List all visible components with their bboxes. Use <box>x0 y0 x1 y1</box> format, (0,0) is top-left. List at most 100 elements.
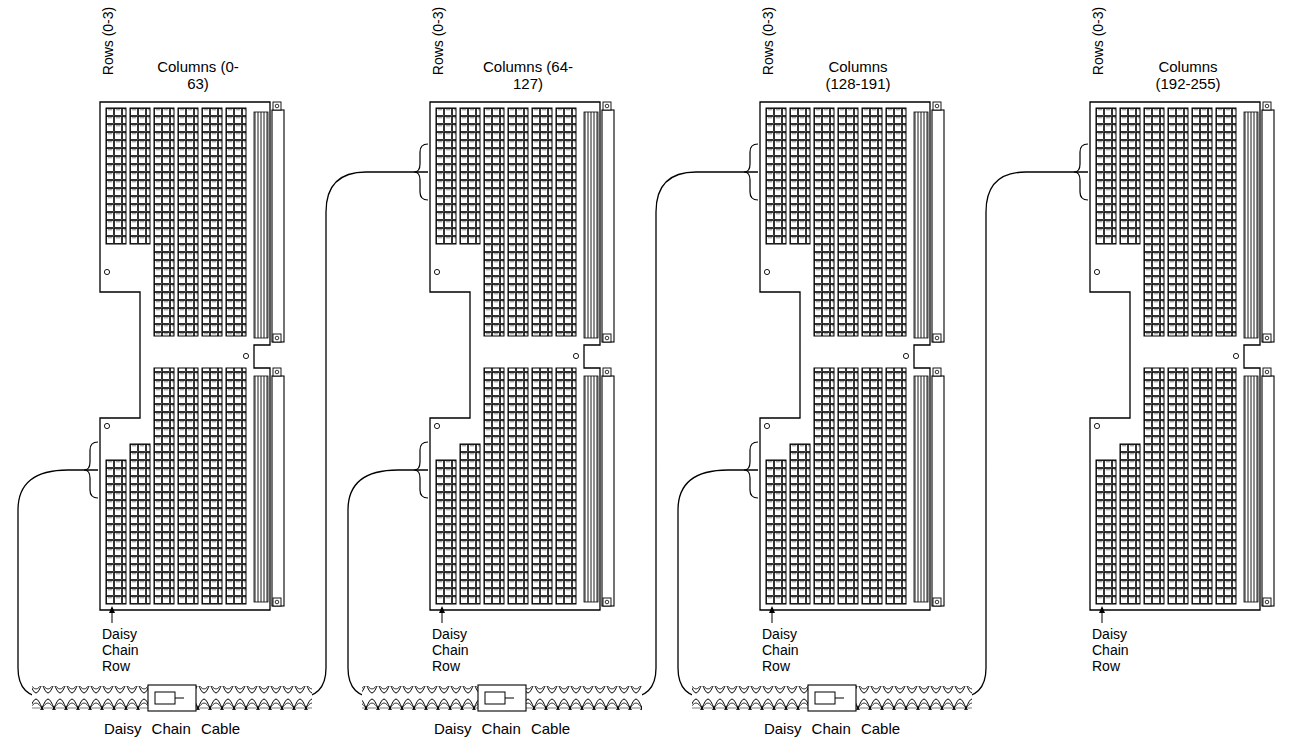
rows-label: Rows (0-3) <box>760 7 776 75</box>
terminal-block <box>838 368 858 604</box>
mounting-hole <box>1265 104 1269 108</box>
leader-arrowhead <box>439 606 445 613</box>
terminal-block <box>1168 368 1188 604</box>
terminal-block <box>886 108 906 336</box>
mounting-tab <box>603 368 611 376</box>
rows-label: Rows (0-3) <box>100 7 116 75</box>
edge-label-holder: Daisy Chain Cable <box>432 720 572 738</box>
mounting-hole <box>434 269 439 274</box>
row-bracket <box>744 144 758 200</box>
terminal-block <box>154 108 174 336</box>
row-bracket <box>414 144 428 200</box>
connector-latch <box>175 698 184 699</box>
terminal-block <box>1192 368 1212 604</box>
mounting-hole <box>104 269 109 274</box>
terminal-block <box>790 108 810 244</box>
cable-label: Daisy Chain Cable <box>762 720 902 738</box>
terminal-block <box>556 108 576 336</box>
mounting-hole <box>573 353 578 358</box>
terminal-module: Rows (0-3)Columns (64-127)Daisy Chain Ro… <box>428 100 618 612</box>
row-bracket <box>1074 144 1088 200</box>
connector-housing <box>272 376 284 606</box>
terminal-block <box>556 368 576 604</box>
terminal-block <box>1120 108 1140 244</box>
row-bracket <box>84 442 98 498</box>
terminal-block <box>460 444 480 604</box>
edge-label-holder: Daisy Chain Cable <box>762 720 902 738</box>
terminal-block <box>532 368 552 604</box>
terminal-block <box>838 108 858 336</box>
connector-pins <box>914 376 928 602</box>
board-group <box>1074 102 1274 623</box>
text-holder: Daisy Chain Row <box>102 626 154 674</box>
mounting-hole <box>434 423 439 428</box>
mounting-hole <box>605 336 609 340</box>
columns-label: Columns (192-255) <box>1140 58 1236 92</box>
columns-label: Columns (64-127) <box>480 58 576 92</box>
terminal-block <box>178 368 198 604</box>
terminal-block <box>106 460 126 604</box>
terminal-block <box>484 108 504 336</box>
mounting-hole <box>1094 423 1099 428</box>
connector-latch <box>485 692 505 704</box>
leader-arrowhead <box>109 606 115 613</box>
columns-label: Columns (0-63) <box>150 58 246 92</box>
board-outline <box>1090 102 1260 610</box>
terminal-block <box>1144 368 1164 604</box>
text-holder: Daisy Chain Row <box>762 626 814 674</box>
board-drawing <box>408 100 638 652</box>
terminal-block <box>202 368 222 604</box>
mounting-tab <box>273 102 281 110</box>
terminal-block <box>436 460 456 604</box>
mounting-tab <box>933 334 941 342</box>
terminal-block <box>460 108 480 244</box>
connector-latch <box>815 692 835 704</box>
text-holder: Columns (192-255) <box>1140 58 1236 92</box>
terminal-block <box>436 108 456 244</box>
mounting-hole <box>1265 336 1269 340</box>
mounting-hole <box>275 104 279 108</box>
text-holder: Columns (0-63) <box>150 58 246 92</box>
rows-label: Rows (0-3) <box>1090 7 1106 75</box>
connector-housing <box>272 110 284 342</box>
terminal-block <box>814 368 834 604</box>
terminal-block <box>130 108 150 244</box>
text-holder: Columns (64-127) <box>480 58 576 92</box>
board-outline <box>430 102 600 610</box>
terminal-block <box>862 368 882 604</box>
mounting-hole <box>1265 370 1269 374</box>
connector-housing <box>932 110 944 342</box>
terminal-block <box>886 368 906 604</box>
connector-housing <box>932 376 944 606</box>
mounting-tab <box>603 102 611 110</box>
mounting-hole <box>104 423 109 428</box>
terminal-module: Rows (0-3)Columns (128-191)Daisy Chain R… <box>758 100 948 612</box>
terminal-block <box>1168 108 1188 336</box>
board-drawing <box>738 100 968 652</box>
board-drawing <box>1068 100 1298 652</box>
text-holder: Daisy Chain Row <box>432 626 484 674</box>
cable-connector <box>478 685 526 711</box>
mounting-hole <box>605 370 609 374</box>
mounting-hole <box>275 600 279 604</box>
terminal-block <box>178 108 198 336</box>
board-group <box>414 102 614 623</box>
mounting-hole <box>935 600 939 604</box>
mounting-hole <box>605 600 609 604</box>
edge-label-holder: Daisy Chain Cable <box>102 720 242 738</box>
board-group <box>84 102 284 623</box>
connector-pins <box>1244 112 1258 338</box>
cable-bundle <box>692 686 972 710</box>
mounting-tab <box>933 368 941 376</box>
mounting-tab <box>603 598 611 606</box>
terminal-block <box>154 368 174 604</box>
terminal-block <box>202 108 222 336</box>
mounting-hole <box>275 336 279 340</box>
terminal-block <box>508 368 528 604</box>
mounting-tab <box>273 334 281 342</box>
mounting-hole <box>935 370 939 374</box>
board-group <box>744 102 944 623</box>
leader-arrowhead <box>769 606 775 613</box>
terminal-block <box>1192 108 1212 336</box>
